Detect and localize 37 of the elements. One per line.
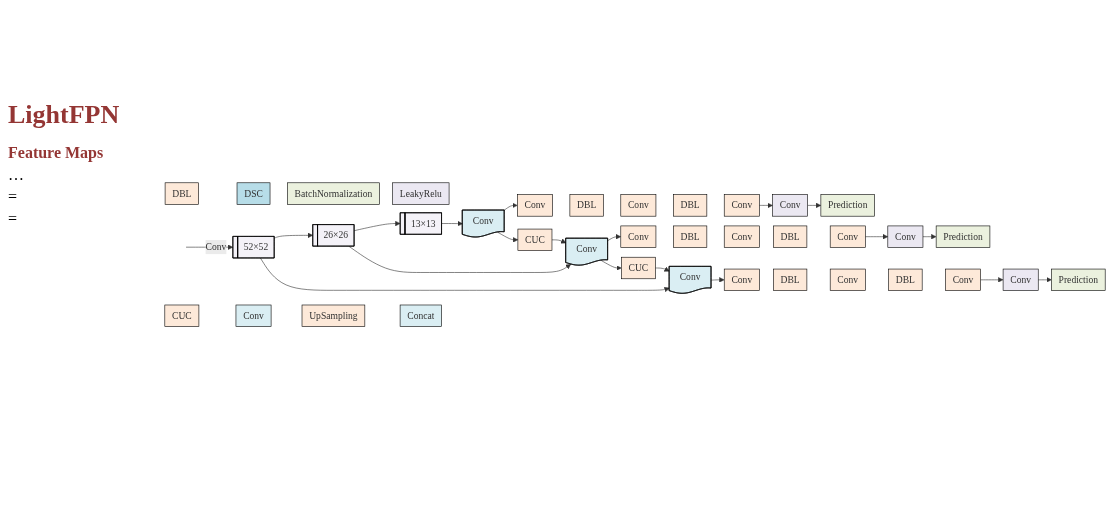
node-box: Concat [399, 305, 442, 328]
node-box: UpSampling [301, 305, 366, 328]
node-box: CUC [621, 257, 656, 280]
node-box: Prediction [935, 225, 991, 249]
edge-label: Conv [205, 242, 227, 253]
node-box: Conv [829, 225, 866, 249]
node-box: BatchNormalization [287, 182, 380, 205]
node-box: Prediction [820, 194, 875, 217]
node-box: Conv [772, 194, 808, 217]
node-box: Conv [829, 269, 866, 292]
node-box: Prediction [1051, 269, 1106, 292]
node-box: DSC [236, 182, 271, 205]
node-box: CUC [517, 229, 553, 252]
node-box: DBL [673, 194, 708, 217]
note-text: = [8, 210, 19, 228]
diagram-title: LightFPN [8, 100, 120, 130]
node-box: Conv [945, 269, 981, 292]
note-text: = [8, 188, 19, 206]
note-text: … [8, 166, 25, 184]
node-box: DBL [773, 269, 808, 292]
node-box: DBL [569, 194, 604, 217]
node-box: LeakyRelu [392, 182, 450, 205]
node-box: Conv [887, 225, 924, 249]
node-box: Conv [723, 269, 760, 292]
node-box: Conv [517, 194, 553, 217]
node-box: DBL [673, 225, 708, 249]
node-box: Conv [620, 225, 657, 249]
node-box: Conv [723, 194, 760, 217]
node-box: Conv [235, 305, 272, 328]
node-box: Conv [1002, 269, 1039, 292]
node-box: Conv [620, 194, 657, 217]
group-label: Feature Maps [8, 144, 105, 162]
node-box: Conv [723, 225, 760, 249]
node-box: DBL [773, 225, 808, 249]
node-box: DBL [888, 269, 923, 292]
node-box: CUC [164, 305, 200, 328]
node-box: DBL [164, 182, 199, 205]
